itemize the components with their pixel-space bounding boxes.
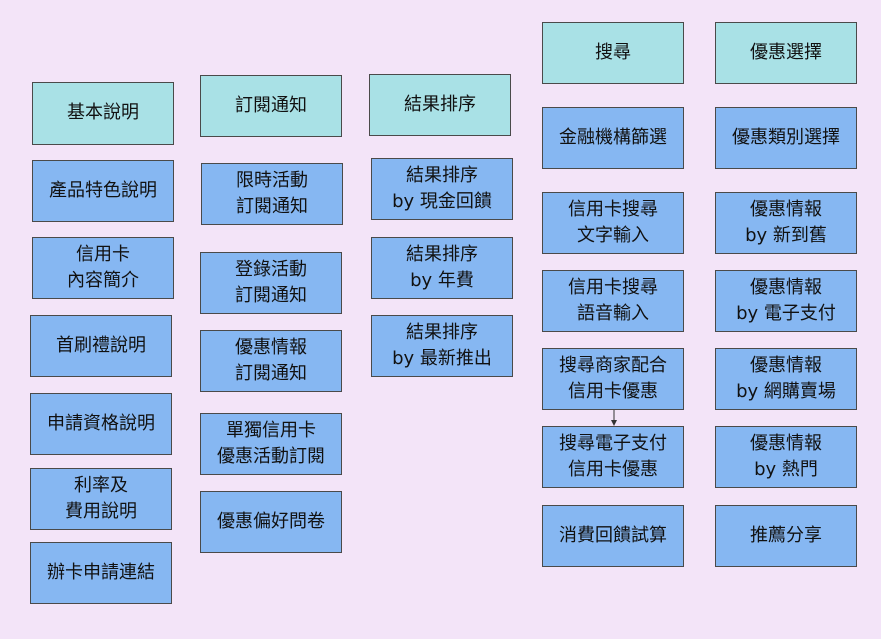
node-application-eligibility: 申請資格說明 <box>30 393 172 455</box>
node-offers-newest: 優惠情報 by 新到舊 <box>715 192 857 254</box>
column-header-subscription: 訂閱通知 <box>200 75 342 137</box>
node-spending-reward-calculator: 消費回饋試算 <box>542 505 684 567</box>
node-offers-e-payment: 優惠情報 by 電子支付 <box>715 270 857 332</box>
node-card-overview: 信用卡 內容簡介 <box>32 237 174 299</box>
node-offer-preference-survey: 優惠偏好問卷 <box>200 491 342 553</box>
column-header-basic-info: 基本說明 <box>32 82 174 145</box>
node-offers-popular: 優惠情報 by 熱門 <box>715 426 857 488</box>
node-offer-info-subscription: 優惠情報 訂閱通知 <box>200 330 342 392</box>
node-registration-event-subscription: 登錄活動 訂閱通知 <box>200 252 342 314</box>
node-card-search-text: 信用卡搜尋 文字輸入 <box>542 192 684 254</box>
node-recommend-share: 推薦分享 <box>715 505 857 567</box>
node-first-swipe-gift: 首刷禮說明 <box>30 315 172 377</box>
node-sort-cashback: 結果排序 by 現金回饋 <box>371 158 513 220</box>
node-e-payment-offer-search: 搜尋電子支付 信用卡優惠 <box>542 426 684 488</box>
node-sort-newest: 結果排序 by 最新推出 <box>371 315 513 377</box>
node-apply-link: 辦卡申請連結 <box>30 542 172 604</box>
column-header-search: 搜尋 <box>542 22 684 84</box>
node-sort-annual-fee: 結果排序 by 年費 <box>371 237 513 299</box>
connector-arrow <box>611 410 617 426</box>
node-merchant-offer-search: 搜尋商家配合 信用卡優惠 <box>542 348 684 410</box>
node-limited-event-subscription: 限時活動 訂閱通知 <box>201 163 343 225</box>
node-product-features: 產品特色說明 <box>32 160 174 222</box>
node-single-card-offer-subscription: 單獨信用卡 優惠活動訂閱 <box>200 413 342 475</box>
node-offers-online-shopping: 優惠情報 by 網購賣場 <box>715 348 857 410</box>
node-interest-fees: 利率及 費用說明 <box>30 468 172 530</box>
node-financial-institution-filter: 金融機構篩選 <box>542 107 684 169</box>
node-card-search-voice: 信用卡搜尋 語音輸入 <box>542 270 684 332</box>
node-offer-category-selection: 優惠類別選擇 <box>715 107 857 169</box>
column-header-result-sorting: 結果排序 <box>369 74 511 136</box>
column-header-offer-selection: 優惠選擇 <box>715 22 857 84</box>
